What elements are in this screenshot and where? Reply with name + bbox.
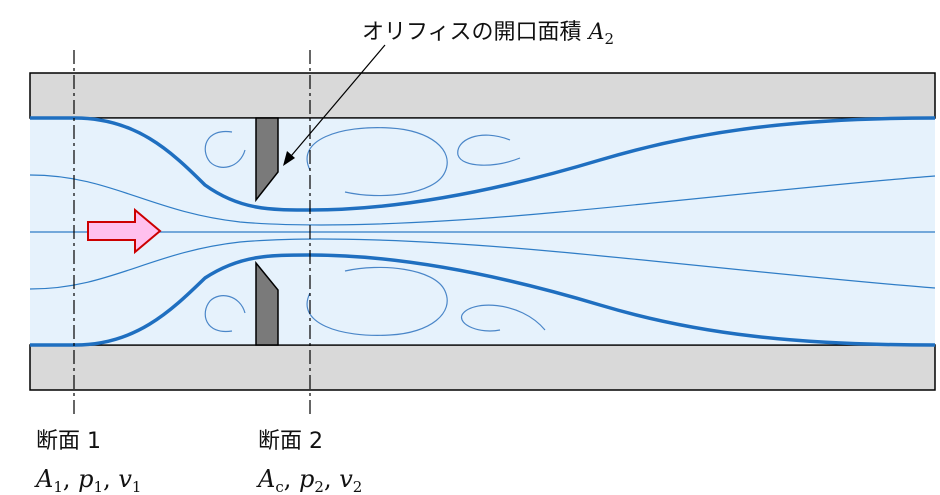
annotation-leader: [285, 44, 386, 163]
eddies: [204, 127, 546, 336]
variable-symbol: p: [299, 465, 314, 493]
section1-label: 断面 1: [36, 429, 101, 454]
variable-subscript: 1: [132, 478, 142, 495]
variable-separator: ,: [284, 465, 299, 493]
annotation-subscript: 2: [604, 30, 614, 48]
jet-boundary-top: [30, 116, 936, 212]
pipe-wall-bottom: [29, 344, 936, 391]
variable-separator: ,: [63, 465, 78, 493]
eddy-top-3: [457, 134, 521, 166]
variable-subscript: 1: [94, 478, 104, 495]
variable-separator: ,: [103, 465, 118, 493]
streamline-upper: [29, 174, 936, 226]
annotation-symbol: A: [587, 20, 605, 45]
variable-symbol: v: [118, 465, 132, 493]
section1-variables: A1, p1, v1: [34, 465, 141, 495]
jet-boundaries: [30, 116, 936, 347]
eddy-bottom-3: [461, 304, 546, 332]
orifice-plate-bottom: [255, 260, 279, 346]
variable-symbol: p: [78, 465, 93, 493]
variable-symbol: v: [339, 465, 353, 493]
variable-separator: ,: [324, 465, 339, 493]
eddy-top-1: [204, 130, 246, 168]
annotation-text: オリフィスの開口面積: [362, 20, 589, 45]
streamline-lower: [29, 238, 936, 290]
orifice-plate-top: [255, 117, 279, 203]
eddy-bottom-1: [204, 295, 246, 333]
streamlines: [29, 174, 936, 290]
section2-variables: Ac, p2, v2: [256, 465, 362, 495]
section2-label: 断面 2: [258, 429, 323, 454]
variable-subscript: 2: [314, 478, 324, 495]
variable-symbol: A: [34, 465, 53, 493]
eddy-top-2: [306, 127, 448, 197]
pipe-wall-top: [29, 72, 936, 119]
variable-symbol: A: [256, 465, 275, 493]
variable-subscript: c: [275, 478, 283, 495]
flow-direction-arrow: [87, 207, 162, 255]
annotation-label: オリフィスの開口面積 A2: [362, 20, 614, 48]
variable-subscript: 1: [53, 478, 63, 495]
jet-boundary-bottom: [30, 253, 936, 347]
annotation-arrowhead: [283, 151, 295, 166]
variable-subscript: 2: [353, 478, 363, 495]
eddy-bottom-2: [306, 266, 448, 336]
